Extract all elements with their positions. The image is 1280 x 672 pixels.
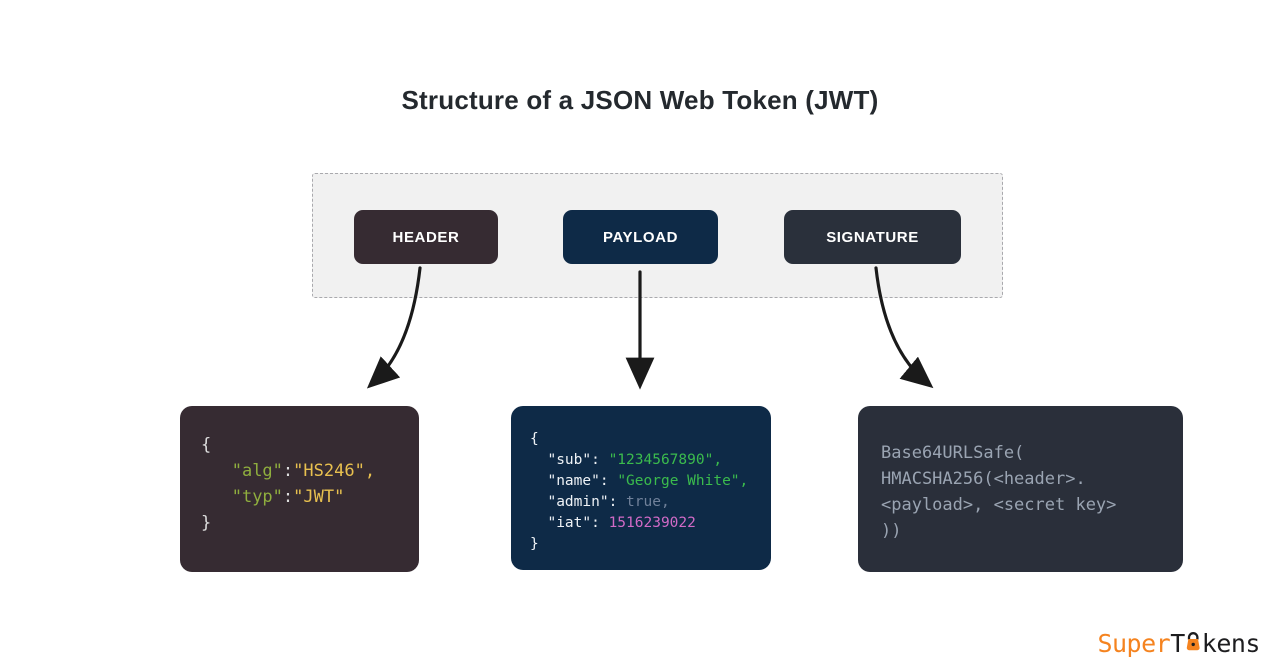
header-part-label: HEADER [392, 228, 460, 246]
header-arrow-icon [366, 266, 422, 389]
diagram-title: Structure of a JSON Web Token (JWT) [401, 85, 879, 115]
signature-arrow-icon [874, 266, 934, 389]
header-code-block: { "alg":"HS246", "typ":"JWT"} [180, 406, 419, 572]
connector-arrows [366, 266, 934, 390]
brand-suffix: kens [1201, 629, 1261, 658]
signature-part-label: SIGNATURE [826, 228, 919, 246]
header-part-box: HEADER [354, 210, 498, 264]
payload-part-box: PAYLOAD [563, 210, 718, 264]
lock-icon [1187, 632, 1200, 651]
brand-prefix: Super [1097, 629, 1171, 658]
supertokens-logo: Super T kens [1097, 629, 1260, 658]
signature-code-block: Base64URLSafe(HMACSHA256(<header>.<paylo… [858, 406, 1183, 572]
payload-part-label: PAYLOAD [602, 228, 679, 246]
signature-part-box: SIGNATURE [784, 210, 961, 264]
payload-code-block: { "sub": "1234567890", "name": "George W… [511, 406, 771, 570]
brand-mid: T [1170, 629, 1185, 658]
